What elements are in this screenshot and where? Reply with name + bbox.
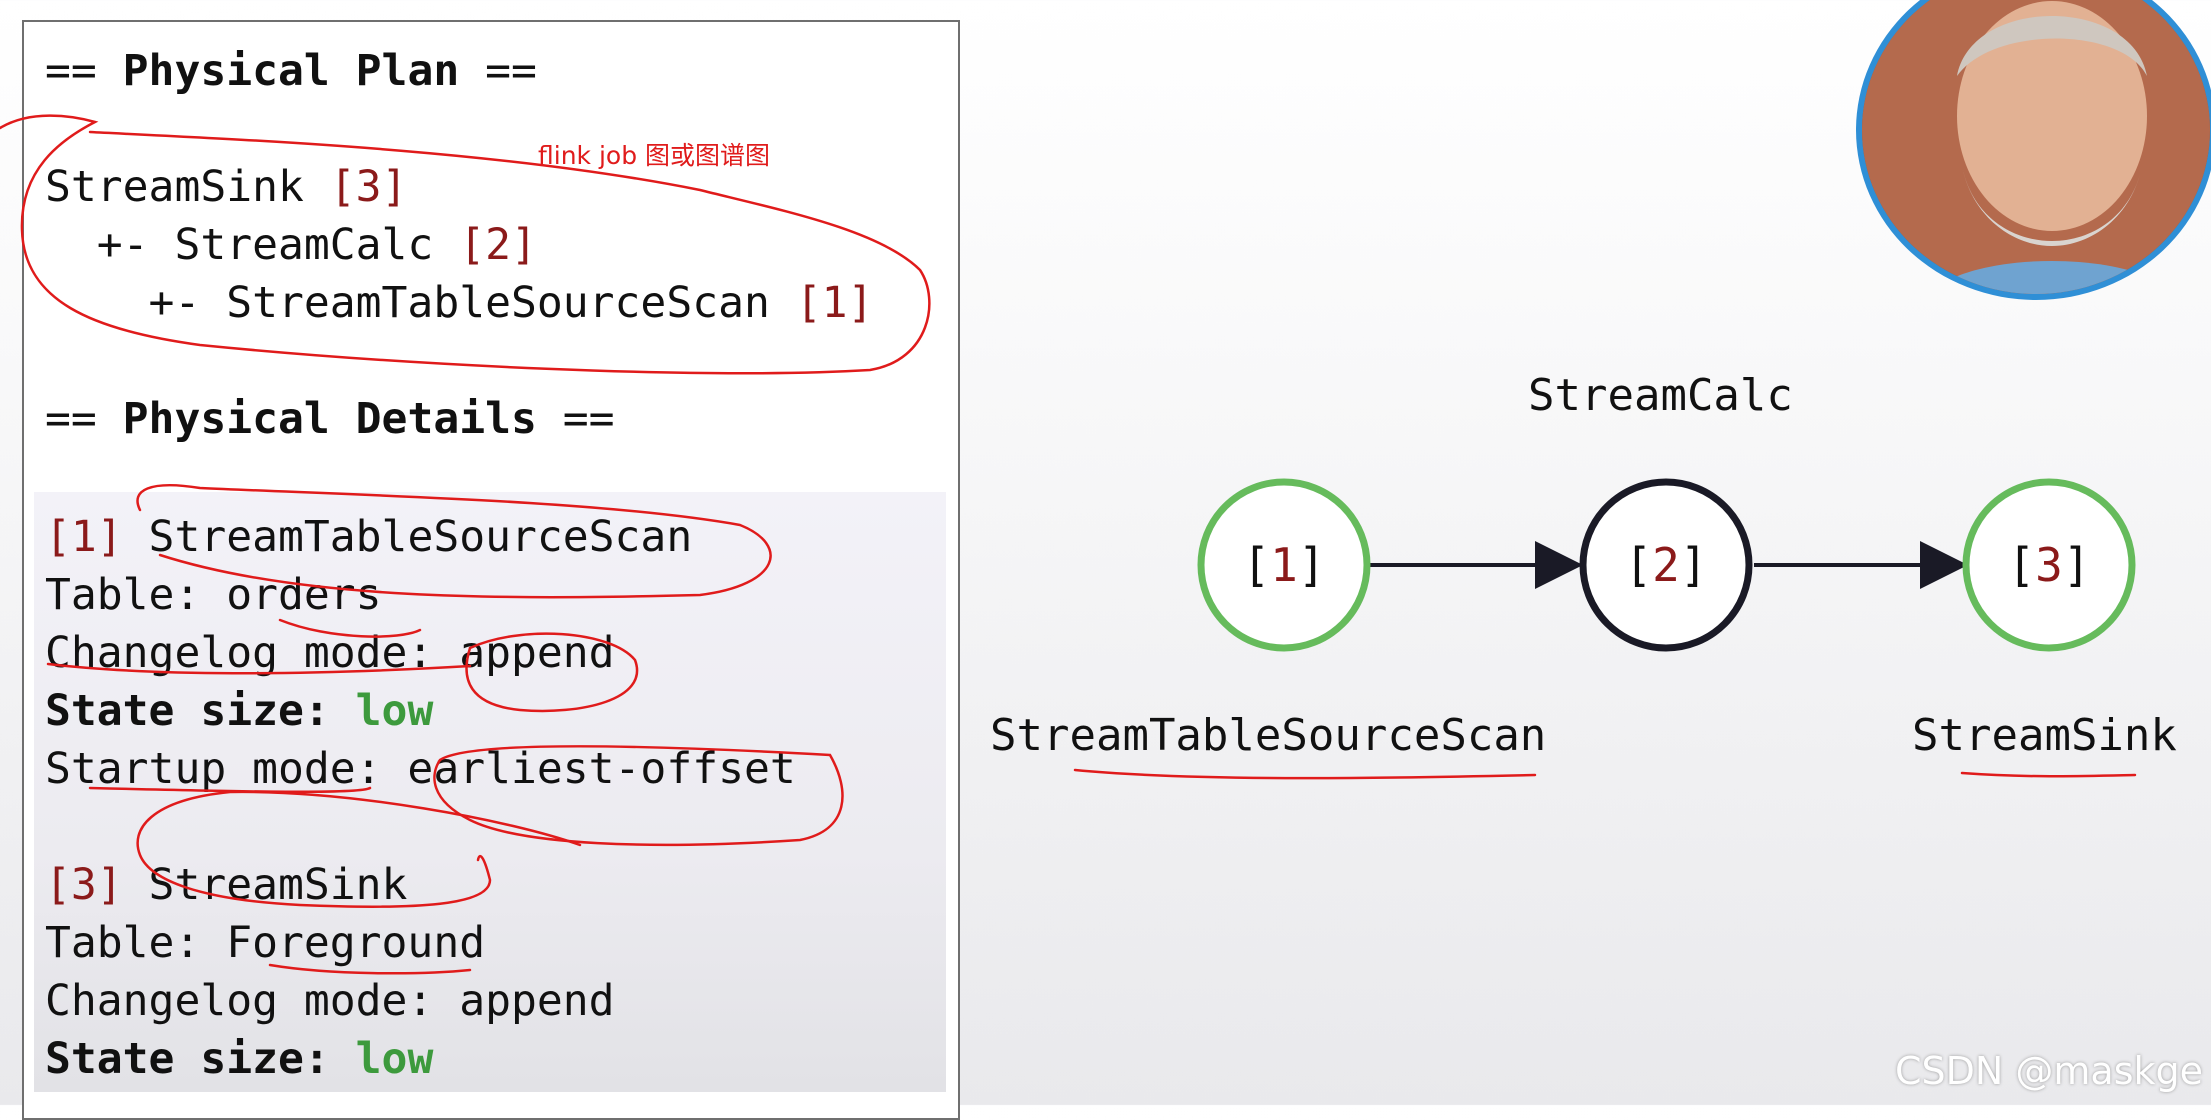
detail-scan-title: [1] StreamTableSourceScan [45,512,693,562]
scan-circle-annotation [136,484,772,599]
detail-sink-title: [3] StreamSink [45,860,408,910]
detail-sink-state: State size: low [45,1034,434,1084]
graph-node-2-id: [2] [1624,538,1707,592]
node-3-label: StreamSink [1912,710,2177,761]
graph-node-1-id: [1] [1242,538,1325,592]
append-circle-annotation [465,632,639,713]
plan-line-calc: +- StreamCalc [2] [45,220,537,270]
offset-circle-annotation [433,745,844,847]
graph-node-3-id: [3] [2007,538,2090,592]
changelog-underline [46,662,472,675]
plan-line-sink: StreamSink [3] [45,162,408,212]
graph-node-1 [1197,478,1371,652]
orders-underline [278,618,422,638]
detail-scan-state: State size: low [45,686,434,736]
presenter-video-avatar [1856,0,2211,300]
node-2-label: StreamCalc [1528,370,1793,421]
detail-sink-table: Table: Foreground [45,918,486,968]
startup-underline [88,786,372,794]
graph-node-2 [1579,478,1753,652]
physical-details-heading: == Physical Details == [45,394,615,444]
graph-node-3 [1962,478,2136,652]
plan-circle-annotation [0,114,931,375]
node-1-label: StreamTableSourceScan [990,710,1547,761]
detail-scan-changelog: Changelog mode: append [45,628,615,678]
detail-scan-startup: Startup mode: earliest-offset [45,744,796,794]
scan-label-underline [1073,768,1537,780]
chinese-annotation-note: flink job 图或图谱图 [538,141,771,170]
physical-details-background [34,492,946,1092]
foreground-underline [268,963,472,975]
csdn-watermark: CSDN @maskge [1894,1049,2203,1093]
physical-plan-heading: == Physical Plan == [45,46,537,96]
detail-sink-changelog: Changelog mode: append [45,976,615,1026]
plan-line-scan: +- StreamTableSourceScan [1] [45,278,874,328]
sink-loop-annotation [136,790,582,908]
sink-label-underline [1960,771,2137,778]
